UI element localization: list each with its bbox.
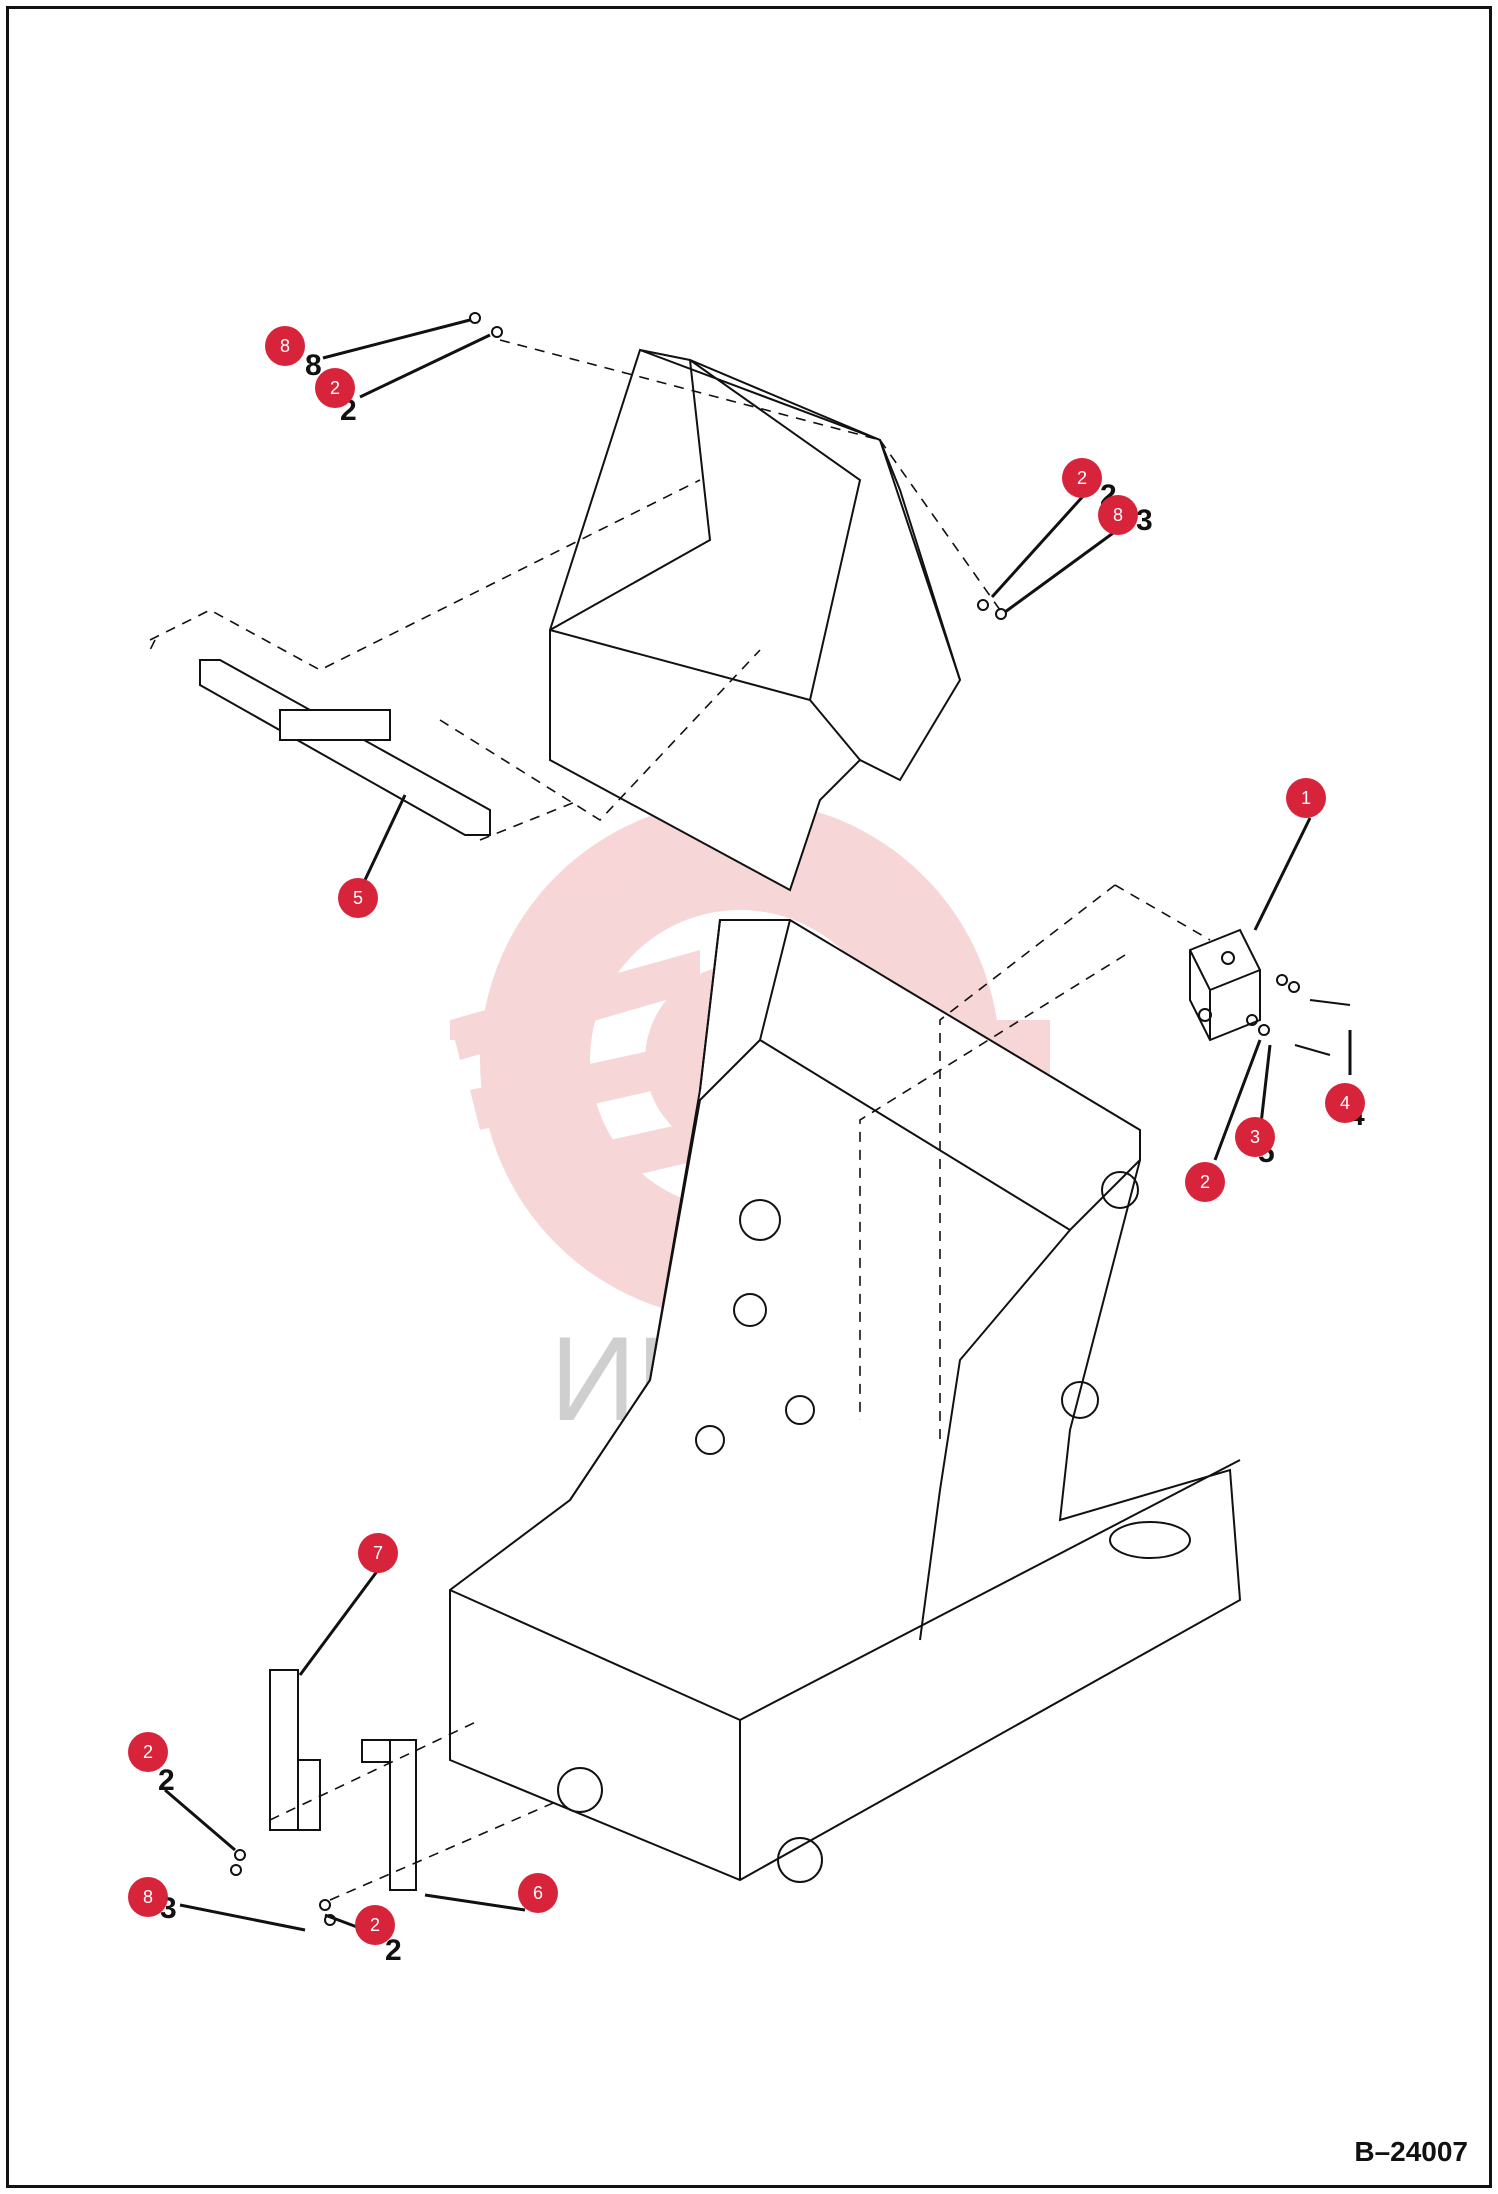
callout-2: 2 [355, 1905, 395, 1945]
hardware [230, 312, 1351, 1926]
svg-text:2: 2 [1077, 468, 1087, 488]
top-cover [549, 348, 962, 892]
assembly-lines [149, 339, 1211, 1901]
callout-4: 4 [1325, 1083, 1365, 1123]
svg-text:8: 8 [305, 349, 322, 382]
svg-text:2: 2 [143, 1742, 153, 1762]
callout-2: 2 [1185, 1162, 1225, 1202]
svg-text:8: 8 [280, 336, 290, 356]
svg-text:6: 6 [533, 1883, 543, 1903]
svg-text:2: 2 [370, 1915, 380, 1935]
bracket-7 [269, 1669, 321, 1831]
svg-text:8: 8 [1113, 505, 1123, 525]
callout-3: 3 [1235, 1117, 1275, 1157]
main-frame [449, 919, 1242, 1883]
callout-2: 2 [1062, 458, 1102, 498]
svg-text:8: 8 [143, 1887, 153, 1907]
svg-text:4: 4 [1340, 1093, 1350, 1113]
svg-text:7: 7 [373, 1543, 383, 1563]
svg-text:5: 5 [353, 888, 363, 908]
callout-2: 2 [315, 368, 355, 408]
callout-8: 8 [265, 326, 305, 366]
svg-text:1: 1 [1301, 788, 1311, 808]
svg-text:3: 3 [1136, 504, 1153, 537]
callout-7: 7 [358, 1533, 398, 1573]
bracket-5 [199, 659, 491, 836]
callouts: 8 2 2 8 5 1 4 2 [128, 326, 1365, 1945]
callout-8: 8 [128, 1877, 168, 1917]
callout-5: 5 [338, 878, 378, 918]
line-art [199, 312, 1351, 1926]
reference-code: B–24007 [1354, 2136, 1468, 2167]
callout-8: 8 [1098, 495, 1138, 535]
svg-text:2: 2 [158, 1764, 175, 1797]
bracket-6 [361, 1739, 417, 1891]
callout-6: 6 [518, 1873, 558, 1913]
callout-1: 1 [1286, 778, 1326, 818]
svg-text:2: 2 [385, 1934, 402, 1967]
callout-2: 2 [128, 1732, 168, 1772]
block-1 [1189, 928, 1261, 1042]
svg-text:3: 3 [1250, 1127, 1260, 1147]
svg-text:2: 2 [1200, 1172, 1210, 1192]
svg-text:2: 2 [330, 378, 340, 398]
